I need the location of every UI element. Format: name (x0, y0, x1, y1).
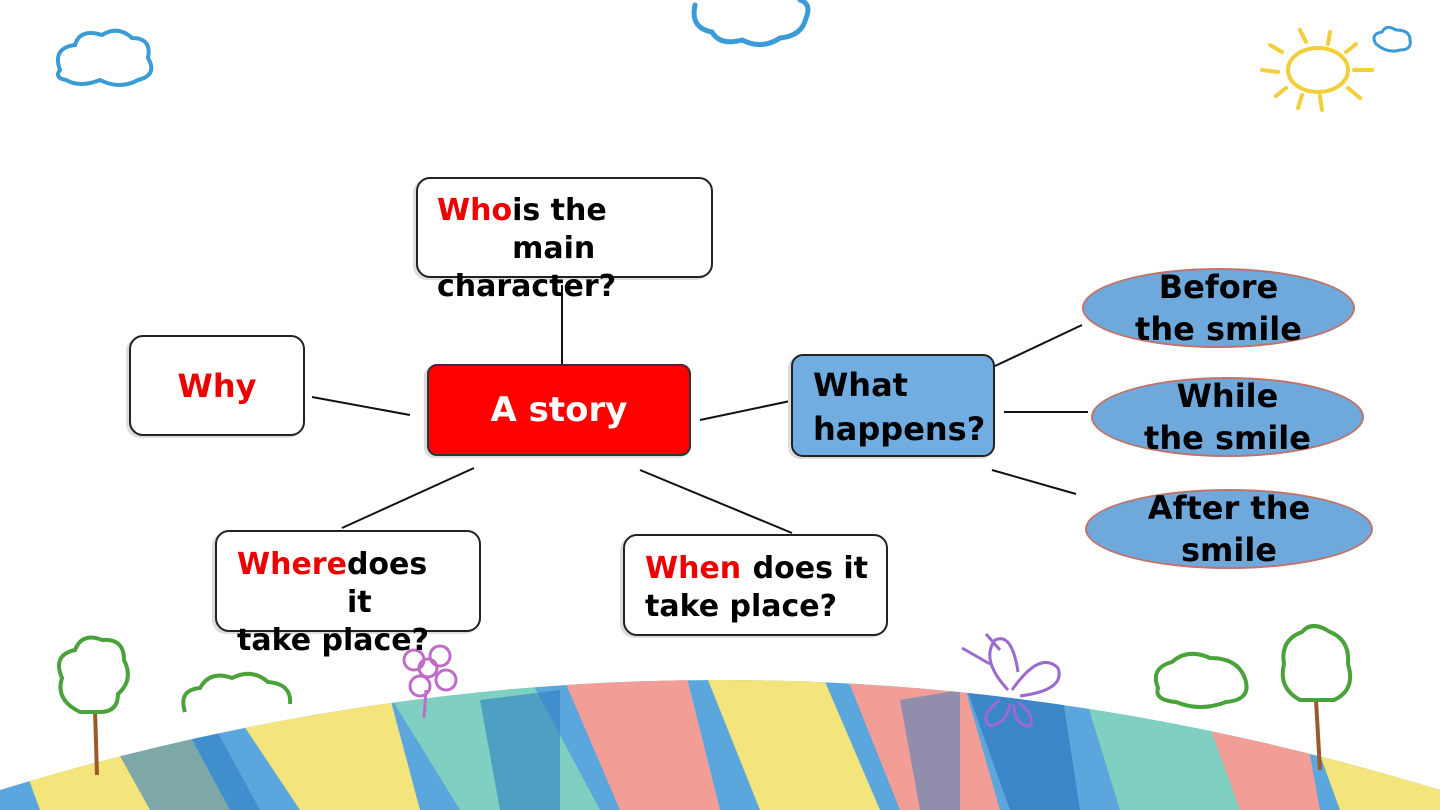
connector-where (341, 467, 475, 529)
stage-after-line2: smile (1180, 531, 1277, 569)
who-keyword: Who (437, 193, 513, 228)
who-line2: character? (437, 269, 617, 304)
tree-icon (1280, 624, 1353, 771)
stage-before-oval: Before the smile (1082, 268, 1355, 348)
connector-when (639, 469, 793, 534)
bush-icon (181, 651, 1249, 713)
where-question-text: does it (346, 547, 428, 620)
when-line1: When does it (645, 550, 868, 588)
what-line1: What (813, 366, 908, 404)
center-topic-label: A story (490, 390, 628, 430)
connector-why (311, 396, 411, 416)
where-line2: take place? (237, 623, 430, 658)
stage-after-line1: After the (1147, 489, 1311, 527)
where-box: Where does it take place? (215, 530, 481, 658)
what-line2: happens? (813, 410, 986, 448)
where-line1: Where does it (237, 546, 461, 622)
cloud-icon (691, 0, 811, 47)
when-keyword: When (645, 551, 742, 586)
when-question-text: does it (752, 551, 868, 586)
butterfly-icon (961, 633, 1061, 728)
stage-while-line2: the smile (1144, 419, 1311, 457)
connector-what (699, 399, 796, 421)
why-box: Why (129, 335, 305, 436)
who-line1: Who is the main (437, 192, 693, 268)
cloud-icon (1372, 25, 1412, 53)
flower-icon (402, 644, 458, 719)
who-question-text: is the main (512, 193, 607, 266)
stage-before-line2: the smile (1135, 310, 1302, 348)
center-topic-box: A story (427, 364, 691, 456)
tree-icon (57, 635, 130, 776)
why-keyword: Why (177, 366, 257, 405)
sun-icon (1260, 28, 1374, 112)
where-keyword: Where (237, 547, 347, 582)
when-box: When does it take place? (623, 534, 888, 636)
what-happens-box: What happens? (791, 354, 995, 457)
stage-before-line1: Before (1158, 268, 1279, 306)
connector-before (994, 324, 1083, 367)
cloud-icon (55, 28, 154, 87)
connector-after (991, 469, 1077, 495)
stage-while-line1: While (1176, 377, 1279, 415)
when-line2: take place? (645, 589, 838, 624)
stage-after-oval: After the smile (1085, 489, 1373, 569)
stage-while-oval: While the smile (1091, 377, 1364, 457)
who-box: Who is the main character? (416, 177, 713, 304)
